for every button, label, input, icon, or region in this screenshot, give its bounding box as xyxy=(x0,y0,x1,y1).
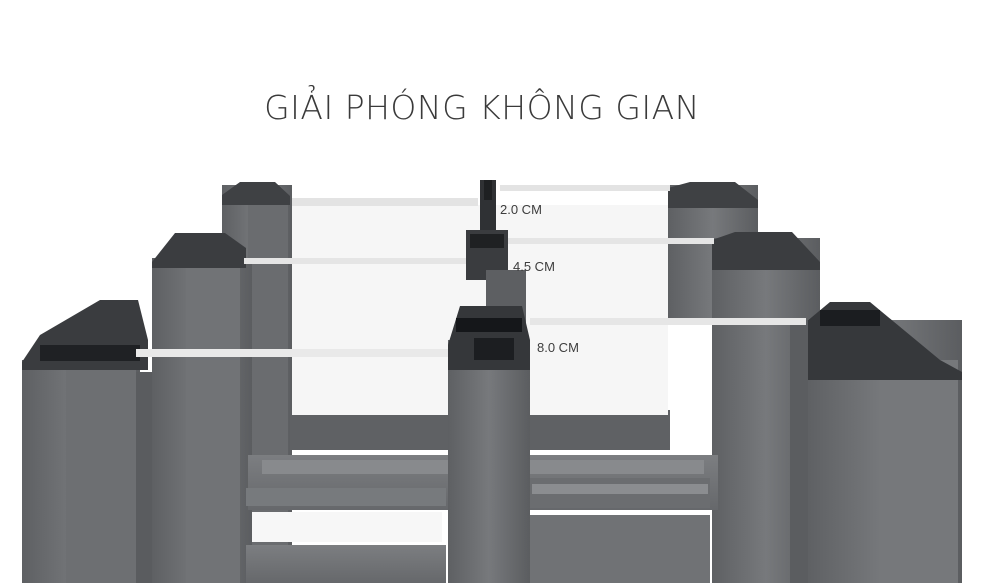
dimension-label-4-5cm: 4.5 CM xyxy=(513,259,555,274)
headline: GIẢI PHÓNG KHÔNG GIAN xyxy=(264,88,700,127)
frame-middle-mullion-detail xyxy=(470,234,504,248)
frame-middle-left-cap xyxy=(152,233,246,268)
frame-front-sill-glass xyxy=(252,512,442,542)
frame-front-right-inner xyxy=(790,320,808,583)
frame-front-right-cap-detail xyxy=(820,310,880,326)
frame-back-left-cap xyxy=(222,182,290,205)
frame-front xyxy=(22,300,962,583)
frame-front-glass-edge-right xyxy=(530,318,806,325)
frame-front-center-cap-detail xyxy=(456,318,522,332)
frame-middle-right-cap xyxy=(712,232,820,270)
frame-front-right-post-face xyxy=(880,360,958,583)
frame-front-sill-lower xyxy=(246,545,446,583)
frame-front-inner-left xyxy=(136,372,152,583)
frame-front-left-post-face xyxy=(66,368,136,583)
frame-middle-glass-edge-right xyxy=(508,238,714,244)
frame-front-left-cap-detail xyxy=(40,345,140,361)
frame-front-glass-edge xyxy=(136,349,448,357)
frame-back-glass-edge xyxy=(292,198,478,206)
frame-back-mullion-top xyxy=(484,180,492,200)
frame-front-right-sill-light xyxy=(532,484,708,494)
frame-back-glass-edge-right xyxy=(500,185,670,191)
dimension-label-2cm: 2.0 CM xyxy=(500,202,542,217)
frame-front-center-post xyxy=(448,340,530,583)
frame-back-right-cap xyxy=(668,182,758,208)
frame-middle-left-post-inner xyxy=(186,265,240,583)
frame-front-center-cap-detail2 xyxy=(474,338,514,360)
frame-middle-glass-edge xyxy=(244,258,466,264)
dimension-label-8cm: 8.0 CM xyxy=(537,340,579,355)
frame-front-right-lower xyxy=(530,515,710,583)
frame-front-sill-left xyxy=(246,488,446,506)
